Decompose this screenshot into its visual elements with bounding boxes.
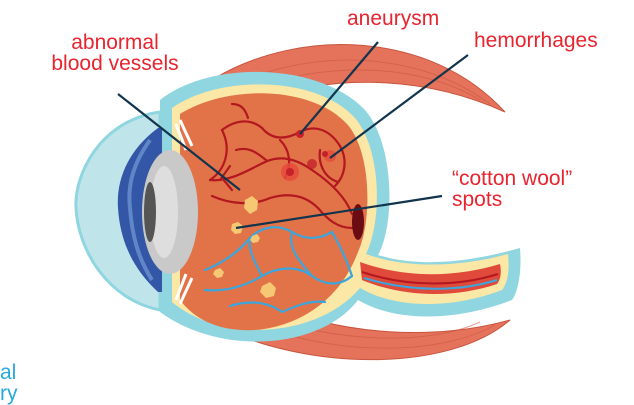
label-cotton-line1: “cotton wool” (452, 168, 572, 189)
label-hemorrhages: hemorrhages (474, 30, 598, 51)
label-aneurysm: aneurysm (347, 8, 439, 29)
label-cotton-wool-spots: “cotton wool” spots (452, 168, 572, 210)
cut-off-line2: ry (0, 383, 18, 404)
label-abnormal-blood-vessels: abnormal blood vessels (22, 32, 208, 74)
label-abnormal-line2: blood vessels (22, 53, 208, 74)
label-abnormal-line1: abnormal (22, 32, 208, 53)
cut-off-line1: al (0, 362, 18, 383)
label-cotton-line2: spots (452, 189, 572, 210)
